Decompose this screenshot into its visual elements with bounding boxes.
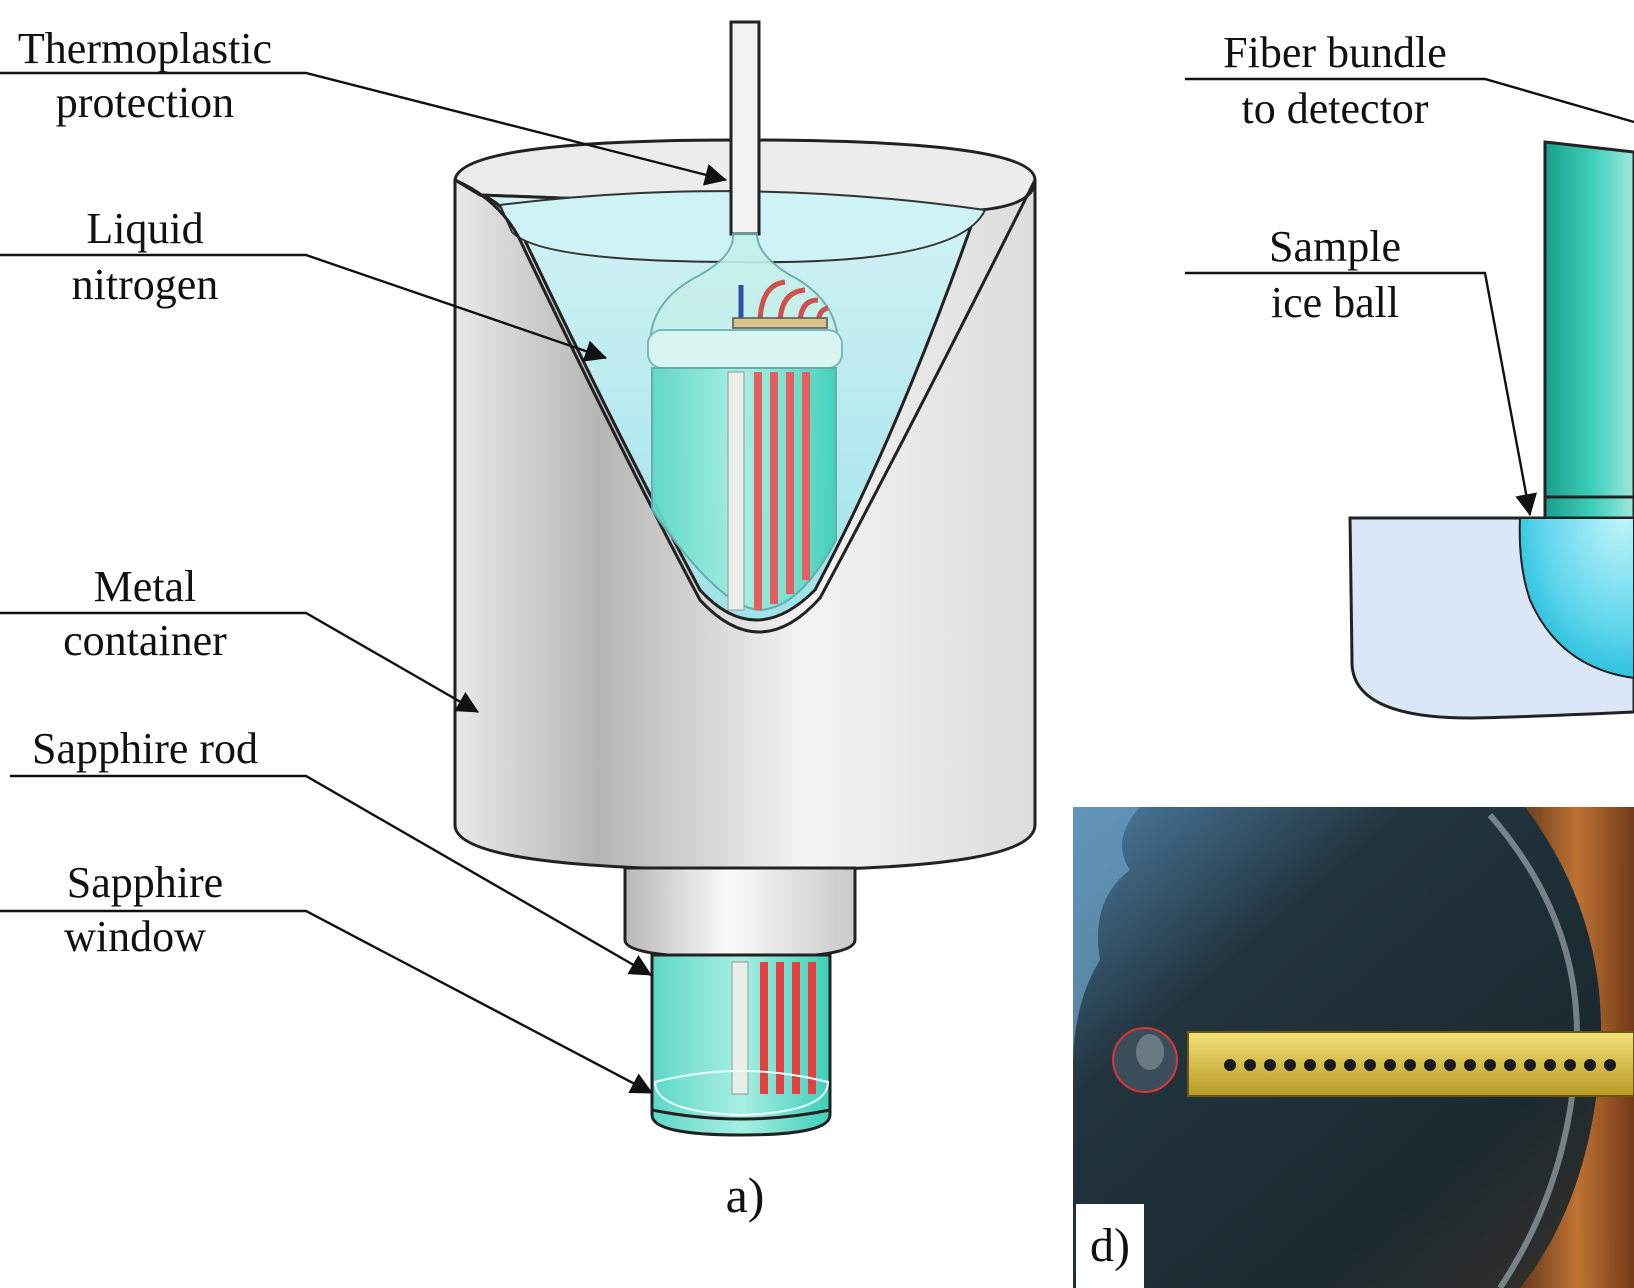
fiber-bundle — [1543, 140, 1634, 520]
photo-light-region — [1073, 807, 1140, 1060]
label-metal-line1: Metal — [93, 562, 197, 611]
label-fiber-bundle-line2: to detector — [1241, 84, 1429, 133]
label-sample-line1: Sample — [1269, 222, 1401, 271]
label-sample-line2: ice ball — [1270, 278, 1400, 327]
fibers-in-rod — [727, 371, 810, 611]
dome-collar — [647, 329, 843, 369]
panel-right-fiber-sample — [1185, 77, 1634, 720]
label-metal-line2: container — [63, 616, 227, 665]
label-panel-d: d) — [1076, 1204, 1144, 1288]
photo-rim — [1520, 807, 1634, 1288]
panel-d-photo — [1073, 807, 1634, 1288]
fiber-plate — [732, 317, 828, 329]
label-fiber-bundle-line1: Fiber bundle — [1223, 28, 1447, 77]
thermoplastic-tube — [729, 20, 761, 236]
container-neck — [623, 866, 857, 960]
panel-right-leaders — [1185, 77, 1634, 517]
label-panel-a: a) — [725, 1167, 765, 1223]
photo-sample-highlight — [1136, 1034, 1164, 1070]
label-liquid-line1: Liquid — [86, 204, 204, 253]
label-sapphire-window-line1: Sapphire — [66, 858, 224, 907]
label-thermoplastic-line2: protection — [55, 78, 235, 127]
sapphire-window-edge — [651, 1108, 831, 1121]
label-sapphire-rod: Sapphire rod — [31, 724, 259, 773]
sapphire-window — [653, 1070, 830, 1117]
panel-a-leaders — [0, 71, 728, 1095]
label-sapphire-window-line2: window — [64, 912, 206, 961]
label-thermoplastic-line1: Thermoplastic — [17, 24, 273, 73]
panel-a-cryostat — [0, 20, 1037, 1137]
fibers-in-lower-rod — [731, 961, 816, 1095]
inner-wall — [454, 178, 1037, 634]
sample-ice-ball — [1518, 517, 1634, 680]
label-liquid-line2: nitrogen — [71, 260, 219, 309]
photo-hole-row — [1224, 1059, 1616, 1071]
